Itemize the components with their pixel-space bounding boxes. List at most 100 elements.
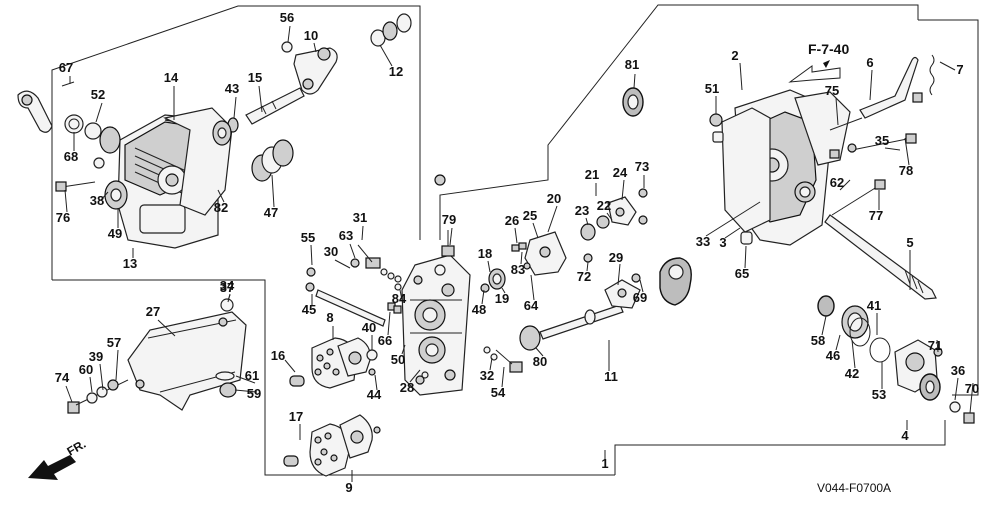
callout-78: 78	[899, 163, 913, 178]
leader-line	[374, 374, 378, 391]
callout-50: 50	[391, 352, 405, 367]
leader-line	[234, 389, 258, 393]
callout-62: 62	[830, 175, 844, 190]
leader-lines	[64, 25, 974, 482]
pump-9	[283, 414, 373, 477]
leader-line	[227, 294, 231, 301]
callout-23: 23	[575, 203, 589, 218]
callout-46: 46	[826, 348, 840, 363]
leader-line	[99, 363, 104, 391]
center-bolts	[306, 174, 523, 434]
leader-line	[739, 62, 743, 91]
callout-42: 42	[845, 366, 859, 381]
callout-27: 27	[146, 304, 160, 319]
leader-line	[258, 85, 263, 113]
leader-line	[449, 227, 453, 246]
right-small-parts	[709, 54, 935, 245]
callout-66: 66	[378, 333, 392, 348]
pump-8	[289, 337, 378, 389]
callout-33: 33	[696, 234, 710, 249]
leader-line	[349, 243, 356, 259]
leader-line	[520, 251, 523, 265]
valve-body-28	[401, 254, 471, 396]
leader-line	[271, 174, 275, 208]
callout-5: 5	[906, 235, 913, 250]
callout-31: 31	[353, 210, 367, 225]
leader-line	[399, 289, 403, 301]
callout-17: 17	[289, 409, 303, 424]
leader-line	[514, 227, 518, 244]
callout-10: 10	[304, 28, 318, 43]
callout-54: 54	[491, 385, 506, 400]
leader-line	[501, 366, 505, 388]
callout-35: 35	[875, 133, 889, 148]
left-bolts	[67, 298, 237, 414]
reference-arrow	[788, 60, 841, 83]
callout-70: 70	[965, 381, 979, 396]
leader-line	[639, 279, 644, 293]
callout-47: 47	[264, 205, 278, 220]
callout-43: 43	[225, 81, 239, 96]
leader-line	[954, 377, 959, 401]
leader-line	[233, 96, 237, 119]
shaft-15	[212, 87, 305, 146]
leader-line	[821, 315, 827, 336]
callout-41: 41	[867, 298, 881, 313]
leader-line	[115, 349, 119, 381]
leader-line	[936, 339, 939, 353]
callout-74: 74	[55, 370, 70, 385]
callout-81: 81	[625, 57, 639, 72]
callout-26: 26	[505, 213, 519, 228]
leader-line	[969, 382, 974, 414]
callout-57: 57	[107, 335, 121, 350]
leader-line	[100, 191, 109, 201]
leader-line	[64, 189, 68, 213]
callout-61: 61	[245, 368, 259, 383]
leader-line	[939, 61, 956, 71]
leader-line	[481, 289, 485, 305]
callout-22: 22	[597, 198, 611, 213]
callout-52: 52	[91, 87, 105, 102]
callout-60: 60	[79, 362, 93, 377]
callout-55: 55	[301, 230, 315, 245]
leader-line	[884, 147, 901, 151]
leader-line	[835, 97, 839, 126]
leader-line	[606, 212, 613, 221]
leader-line	[744, 245, 747, 269]
callout-30: 30	[324, 244, 338, 259]
callout-24: 24	[613, 165, 628, 180]
leader-line	[532, 222, 539, 239]
left-small-parts	[17, 81, 128, 210]
leader-line	[409, 369, 421, 383]
callout-13: 13	[123, 256, 137, 271]
arm-10	[281, 41, 338, 95]
rings-12	[370, 13, 412, 47]
callout-71: 71	[928, 338, 942, 353]
leader-line	[401, 344, 406, 355]
leader-line	[705, 201, 761, 237]
callout-32: 32	[480, 368, 494, 383]
callout-59: 59	[247, 386, 261, 401]
leader-line	[621, 179, 625, 201]
shaft-45	[305, 244, 402, 327]
callout-73: 73	[635, 159, 649, 174]
callout-51: 51	[705, 81, 719, 96]
callout-14: 14	[164, 70, 179, 85]
leader-line	[487, 260, 491, 273]
leader-line	[586, 261, 589, 272]
callout-7: 7	[956, 62, 963, 77]
callout-18: 18	[478, 246, 492, 261]
leader-line	[851, 339, 856, 369]
callout-39: 39	[89, 349, 103, 364]
callout-6: 6	[866, 55, 873, 70]
leader-line	[379, 44, 393, 67]
callout-80: 80	[533, 354, 547, 369]
callout-82: 82	[214, 200, 228, 215]
leader-line	[530, 274, 535, 301]
leader-line	[313, 42, 317, 53]
callout-76: 76	[56, 210, 70, 225]
callout-69: 69	[633, 290, 647, 305]
